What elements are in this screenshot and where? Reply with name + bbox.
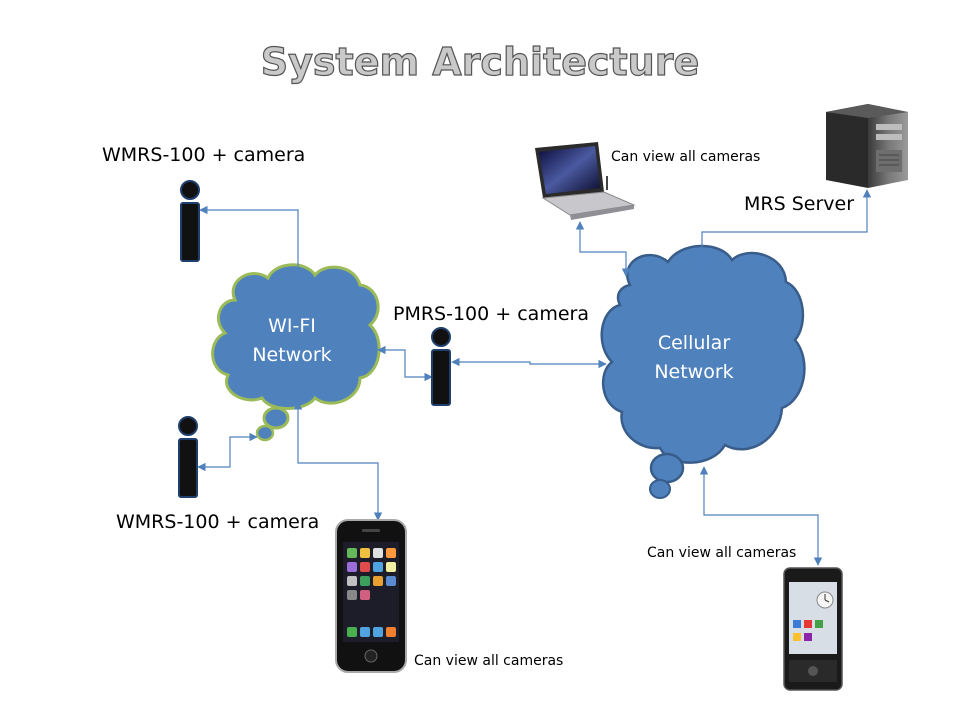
- connector-laptop-cellular: [575, 221, 631, 277]
- connector-wmrs-bottom-wifi: [197, 432, 258, 472]
- label-android-note: Can view all cameras: [647, 545, 797, 561]
- android-phone-icon: [783, 567, 843, 691]
- page-title: System Architecture: [260, 39, 700, 84]
- cellular-network-cloud: [600, 244, 806, 499]
- label-wmrs-top: WMRS-100 + camera: [102, 144, 306, 166]
- camera-device-icon: [431, 327, 451, 406]
- connector-cellular-android: [699, 466, 823, 566]
- label-wmrs-bottom: WMRS-100 + camera: [116, 511, 320, 533]
- iphone-icon: [335, 519, 407, 673]
- cellular-cloud-line2: Network: [654, 361, 734, 383]
- server-tower-icon: [826, 104, 908, 188]
- laptop-icon: [535, 142, 636, 220]
- wifi-cloud-label: WI-FI Network: [232, 312, 352, 370]
- connector-pmrs-wifi: [377, 345, 433, 382]
- connectors: [197, 189, 872, 566]
- connector-server-cellular: [697, 189, 872, 268]
- cellular-cloud-label: Cellular Network: [634, 329, 754, 387]
- camera-device-icon: [178, 416, 198, 498]
- connector-wifi-iphone: [293, 401, 383, 521]
- label-mrs-server: MRS Server: [744, 193, 855, 215]
- label-iphone-note: Can view all cameras: [414, 653, 564, 669]
- camera-device-icon: [180, 180, 200, 262]
- wifi-cloud-line1: WI-FI: [268, 315, 316, 337]
- cellular-cloud-line1: Cellular: [657, 332, 731, 354]
- label-laptop-note: Can view all cameras: [611, 149, 761, 165]
- label-pmrs: PMRS-100 + camera: [393, 303, 589, 325]
- connector-wmrs-top-wifi: [199, 205, 303, 278]
- wifi-cloud-line2: Network: [252, 344, 332, 366]
- connector-pmrs-cellular: [451, 357, 607, 369]
